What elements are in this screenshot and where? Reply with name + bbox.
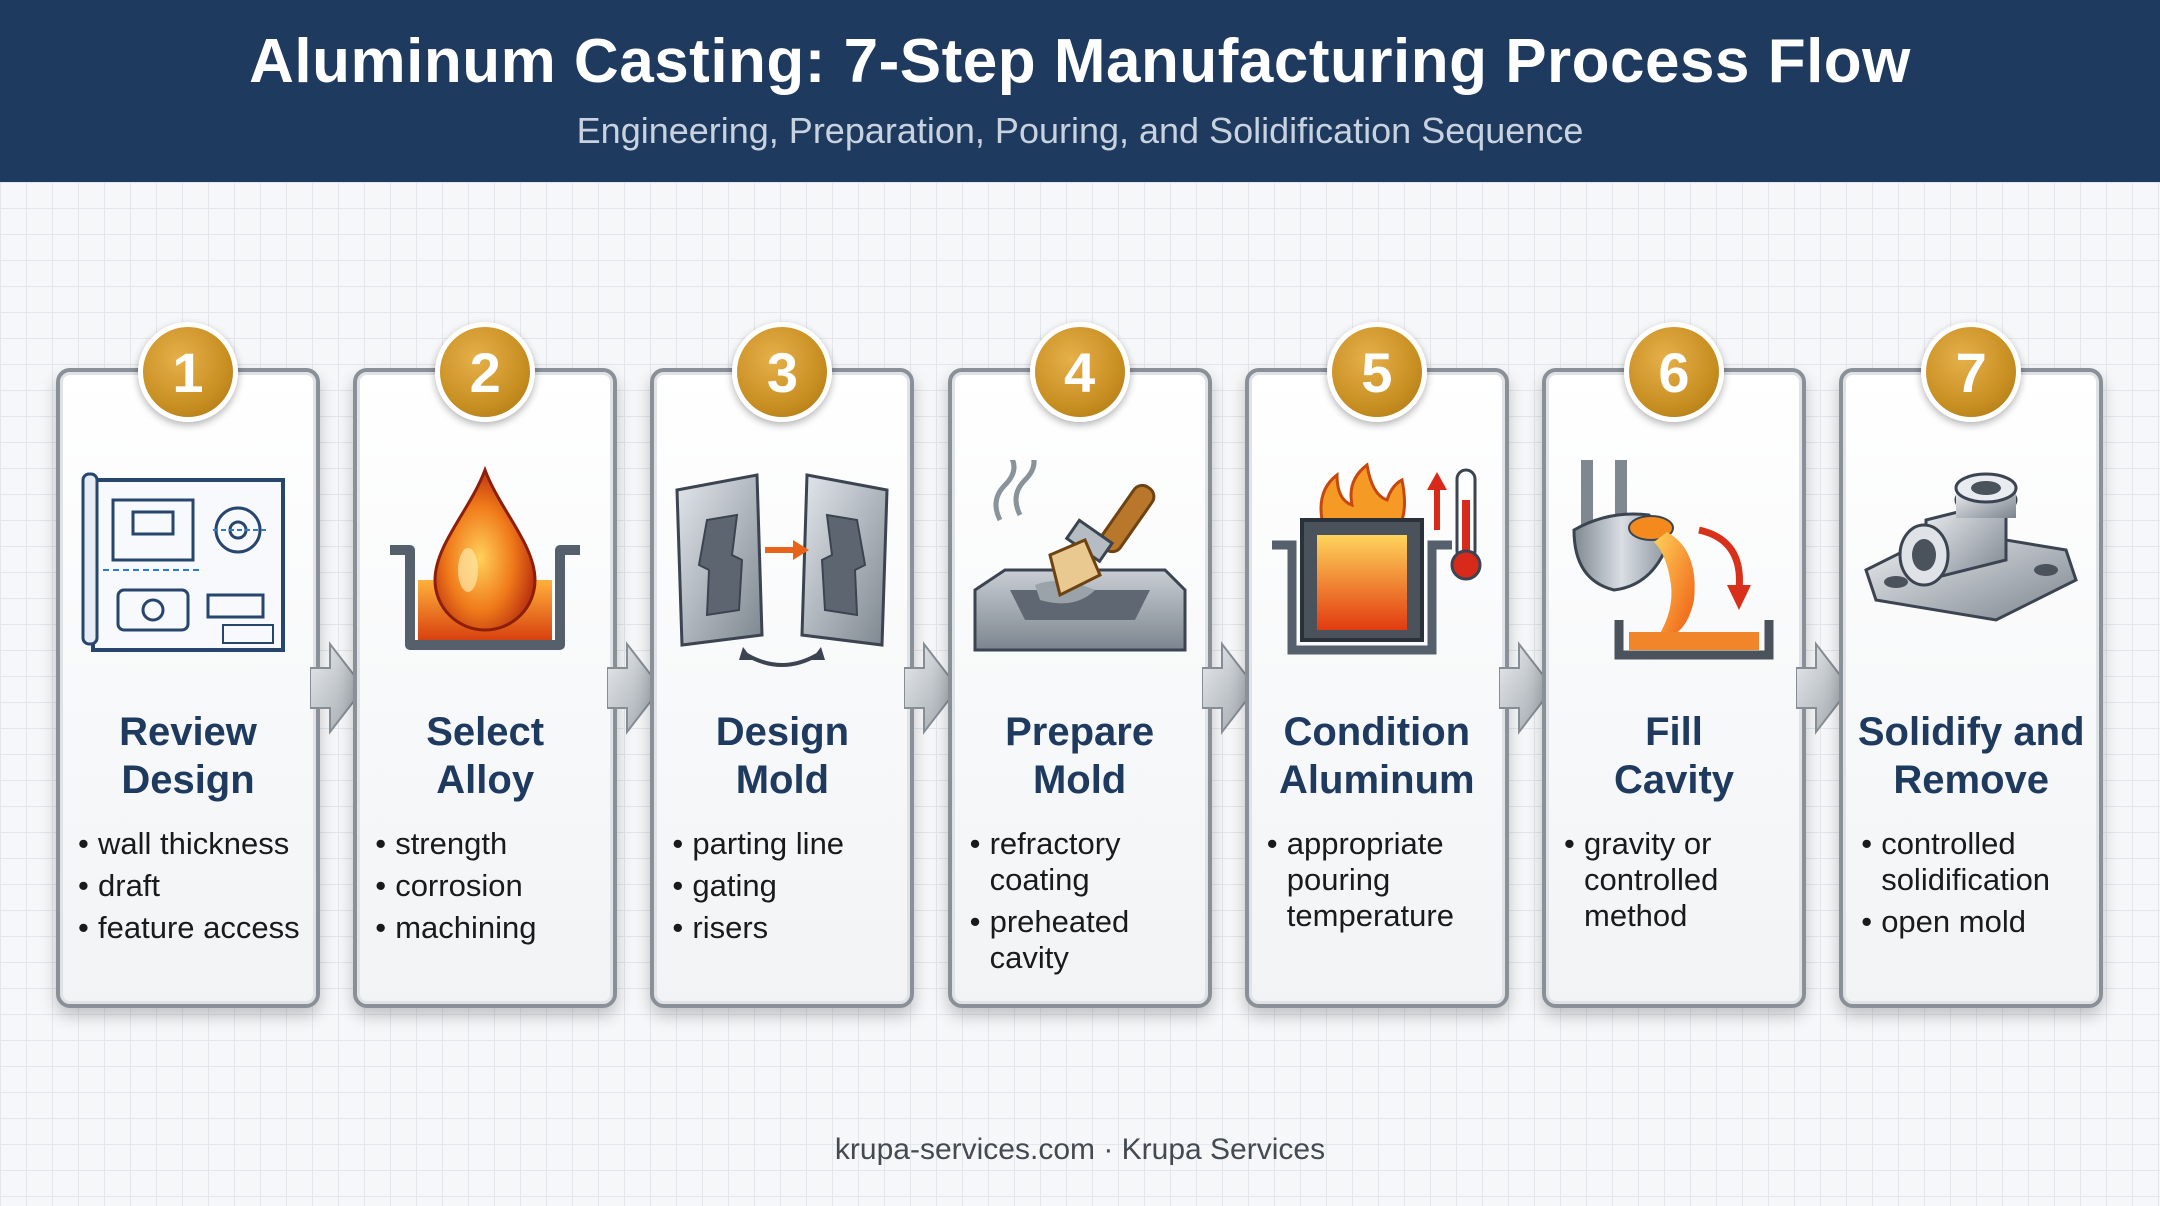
step-bullet: risers [672, 910, 902, 946]
step-title-line-1: Select [426, 710, 545, 754]
blueprint-icon [73, 460, 303, 670]
step-number-badge: 3 [732, 322, 833, 422]
step-bullet-list: gravity or controlled method [1564, 826, 1794, 940]
header-banner: Aluminum Casting: 7-Step Manufacturing P… [0, 0, 2160, 182]
footer-credit: krupa-services.com · Krupa Services [834, 1133, 1326, 1166]
flow-arrow-icon [1497, 640, 1555, 736]
step-title-line-1: Condition [1283, 710, 1471, 754]
step-bullet-list: parting line gating risers [672, 826, 902, 952]
step-bullet: gating [672, 868, 902, 904]
step-number-badge: 6 [1624, 322, 1724, 422]
step-number-badge: 2 [435, 322, 536, 422]
step-bullet: refractory coating [970, 826, 1200, 898]
step-bullet: corrosion [375, 868, 605, 904]
step-bullet-list: refractory coatingpreheated cavity [970, 826, 1200, 982]
step-bullet: feature access [78, 910, 308, 946]
flow-arrow-icon [309, 640, 366, 736]
step-bullet-list: appropriate pouring temperature [1267, 826, 1497, 940]
flow-arrow-icon [903, 640, 960, 736]
step-bullet: strength [375, 826, 605, 862]
step-title-line-1: Solidify and [1857, 710, 2085, 754]
step-title-line-1: Fill [1645, 710, 1703, 754]
mold-halves-icon [667, 460, 897, 670]
step-bullet-list: controlled solidification open mold [1861, 826, 2091, 946]
flow-arrow-icon [1200, 640, 1258, 736]
step-bullet: draft [78, 868, 308, 904]
brush-coating-icon [965, 448, 1195, 670]
step-title-line-2: Design [121, 758, 255, 802]
step-title-line-1: Review [119, 710, 257, 754]
flow-arrow-icon [606, 640, 663, 736]
step-bullet: wall thickness [78, 826, 308, 862]
ladle-pour-icon [1559, 460, 1789, 670]
step-bullet-list: strength corrosion machining [375, 826, 605, 952]
furnace-thermometer-icon [1262, 460, 1492, 670]
flow-arrow-icon [1795, 640, 1852, 736]
step-bullet: appropriate pouring temperature [1267, 826, 1497, 934]
step-title-line-2: Cavity [1613, 758, 1735, 802]
molten-drop-icon [370, 460, 600, 670]
step-bullet: preheated cavity [970, 904, 1200, 976]
page-title: Aluminum Casting: 7-Step Manufacturing P… [249, 27, 1911, 96]
step-number-badge: 5 [1326, 322, 1427, 422]
step-title-line-2: Mold [1032, 758, 1127, 802]
step-title-line-2: Aluminum [1279, 758, 1475, 802]
step-title-line-2: Mold [735, 758, 830, 802]
step-bullet: open mold [1861, 904, 2091, 940]
step-number-badge: 4 [1029, 322, 1130, 422]
step-number-badge: 1 [138, 322, 238, 422]
step-bullet-list: wall thickness draft feature access [78, 826, 308, 952]
step-title-line-1: Design [715, 710, 850, 754]
step-bullet: parting line [672, 826, 902, 862]
page-subtitle: Engineering, Preparation, Pouring, and S… [576, 110, 1584, 151]
step-bullet: machining [375, 910, 605, 946]
step-title-line-2: Remove [1893, 758, 2049, 802]
step-title-line-2: Alloy [436, 758, 535, 802]
step-bullet: controlled solidification [1861, 826, 2091, 898]
cast-part-icon [1856, 460, 2086, 670]
step-number-badge: 7 [1921, 322, 2022, 422]
step-title-line-1: Prepare [1005, 710, 1155, 754]
step-bullet: gravity or controlled method [1564, 826, 1794, 934]
